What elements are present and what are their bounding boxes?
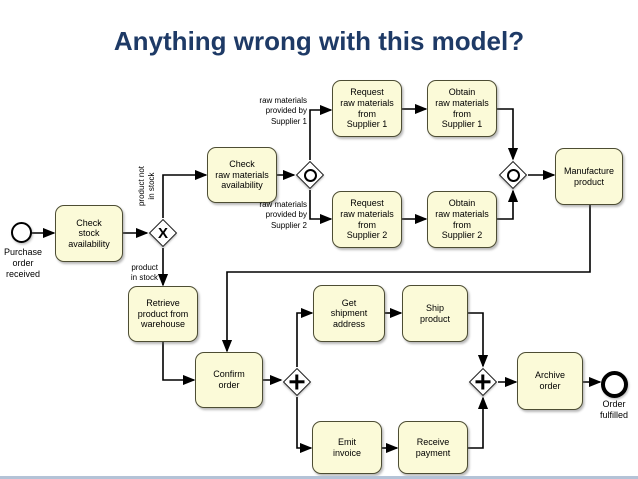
task-get-shipment-address: Get shipment address	[313, 285, 385, 342]
flow-and-split-to-get-shipment	[296, 307, 314, 367]
parallel-gateway-join	[468, 367, 498, 397]
end-event	[601, 371, 628, 398]
task-check-raw-materials: Check raw materials availability	[207, 147, 277, 203]
flow-retrieve-to-confirm	[162, 342, 196, 386]
parallel-gateway-split	[282, 367, 312, 397]
start-event	[11, 222, 32, 243]
task-archive-order: Archive order	[517, 352, 583, 410]
task-confirm-order: Confirm order	[195, 352, 263, 408]
flow-ship-to-and-join	[468, 312, 489, 368]
task-request-supplier2: Request raw materials from Supplier 2	[332, 191, 402, 248]
flow-and-split-to-emit	[296, 397, 313, 454]
task-retrieve-product: Retrieve product from warehouse	[128, 286, 198, 342]
flow-manufacture-to-confirm	[221, 205, 591, 353]
plus-icon	[282, 367, 312, 397]
edge-label-supplier1: raw materials provided by Supplier 1	[259, 96, 307, 126]
edge-label-supplier2: raw materials provided by Supplier 2	[259, 200, 307, 230]
plus-icon	[468, 367, 498, 397]
task-ship-product: Ship product	[402, 285, 468, 342]
xor-gateway-stock: X	[148, 218, 178, 248]
task-check-stock: Check stock availability	[55, 205, 123, 262]
task-obtain-supplier2: Obtain raw materials from Supplier 2	[427, 191, 497, 248]
task-request-supplier1: Request raw materials from Supplier 1	[332, 80, 402, 137]
start-event-label: Purchase order received	[3, 247, 43, 279]
flow-receive-to-and-join	[468, 396, 489, 449]
task-emit-invoice: Emit invoice	[312, 421, 382, 474]
or-gateway-join	[498, 160, 528, 190]
end-event-label: Order fulfilled	[599, 399, 628, 420]
xor-icon: X	[157, 224, 168, 242]
flow-xor-to-check-raw	[162, 169, 208, 218]
or-icon	[498, 160, 528, 190]
or-gateway-split	[295, 160, 325, 190]
task-manufacture-product: Manufacture product	[555, 148, 623, 205]
slide-title: Anything wrong with this model?	[113, 26, 525, 56]
slide-footer-bar	[0, 476, 638, 479]
flow-obtain2-to-or-join	[497, 189, 519, 220]
task-obtain-supplier1: Obtain raw materials from Supplier 1	[427, 80, 497, 137]
or-icon	[295, 160, 325, 190]
edge-label-product-in-stock: product in stock	[130, 263, 158, 283]
flow-or-split-to-request2	[309, 190, 333, 225]
edge-label-product-not-in-stock: product not in stock	[137, 165, 157, 207]
task-receive-payment: Receive payment	[398, 421, 468, 474]
flow-or-split-to-request1	[309, 104, 333, 160]
flow-obtain1-to-or-join	[497, 108, 519, 161]
